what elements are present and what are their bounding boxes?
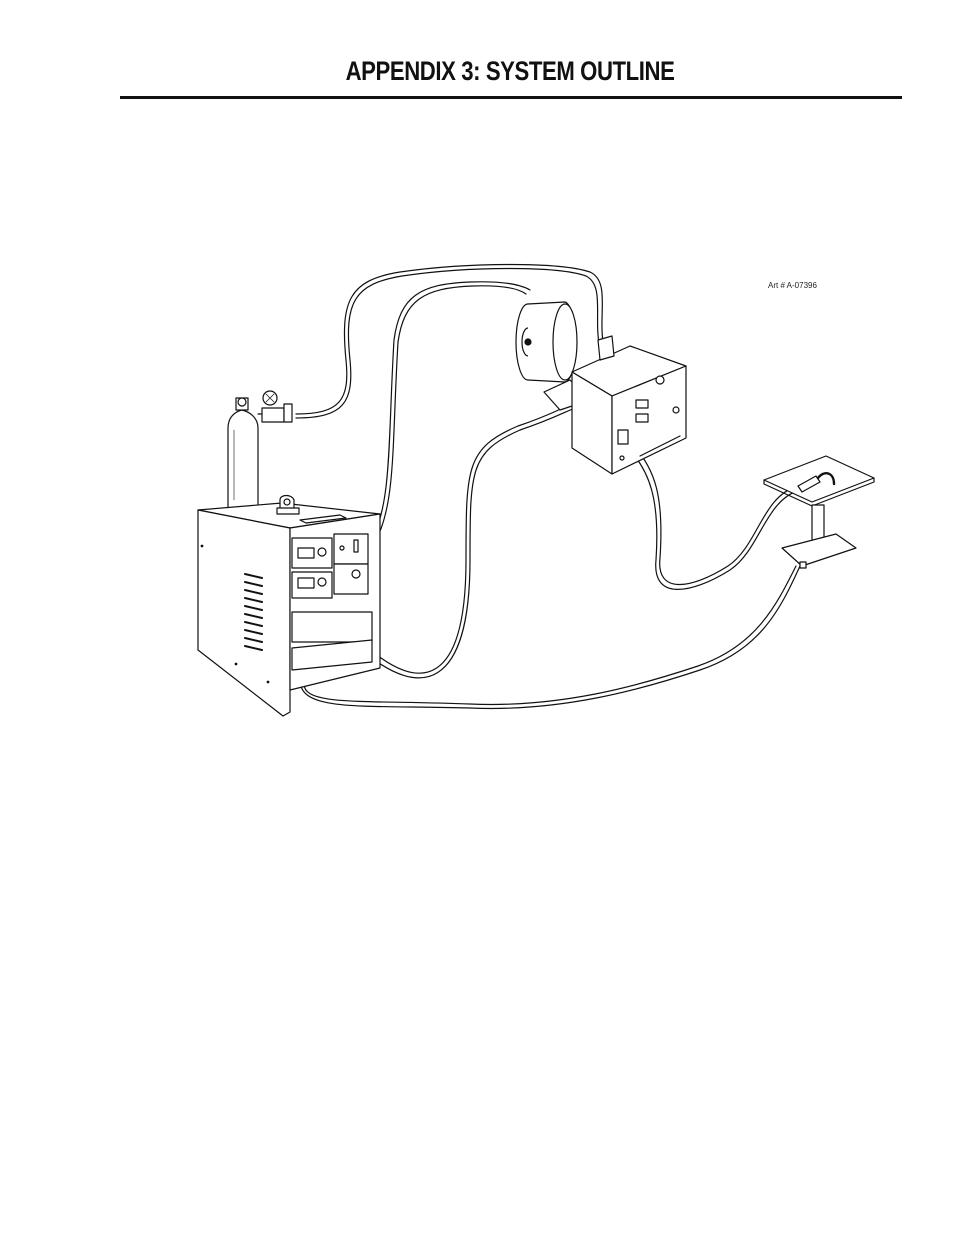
torch-cable [626,446,800,589]
interconnect-cable [372,282,530,540]
regulator [258,391,292,422]
power-source [198,496,380,717]
gas-cylinder [228,398,258,520]
wire-feeder [572,336,686,474]
work-table [764,456,874,566]
power-cable [362,408,575,678]
